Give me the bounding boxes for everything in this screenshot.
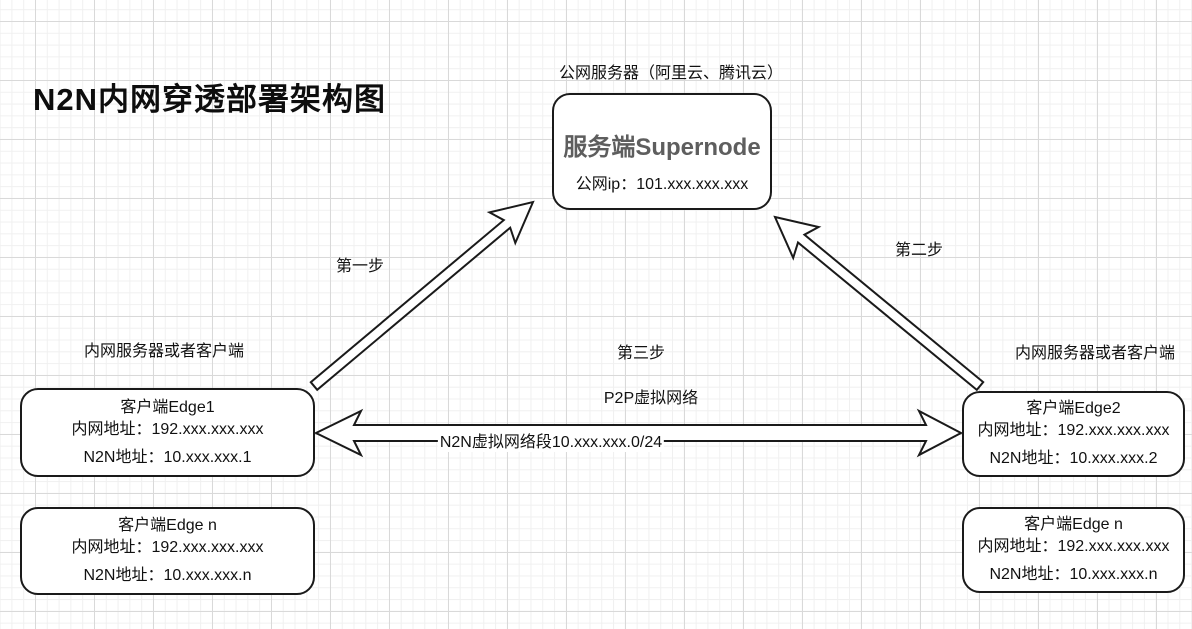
edge2-title: 客户端Edge2 (1026, 400, 1121, 417)
step1-arrow-label: 第一步 (335, 258, 385, 275)
step1-arrow-shape (309, 200, 535, 392)
supernode-box: 服务端Supernode 公网ip：101.xxx.xxx.xxx (552, 93, 772, 210)
edge2-box: 客户端Edge2 内网地址：192.xxx.xxx.xxx N2N地址：10.x… (962, 391, 1185, 477)
n2n-segment-label: N2N虚拟网络段10.xxx.xxx.0/24 (437, 428, 665, 452)
edge-n-left-n2n-address: N2N地址：10.xxx.xxx.n (83, 567, 252, 584)
step3-arrow-label: 第三步 (616, 345, 666, 362)
edge-n-right-lan-address: 内网地址：192.xxx.xxx.xxx (977, 538, 1170, 555)
p2p-network-label: P2P虚拟网络 (603, 390, 699, 407)
left-group-label: 内网服务器或者客户端 (83, 343, 245, 360)
edge-n-right-box: 客户端Edge n 内网地址：192.xxx.xxx.xxx N2N地址：10.… (962, 507, 1185, 593)
supernode-name: 服务端Supernode (563, 134, 761, 161)
edge-n-right-title: 客户端Edge n (1024, 516, 1123, 533)
edge1-lan-address: 内网地址：192.xxx.xxx.xxx (71, 420, 264, 438)
edge-n-left-title: 客户端Edge n (118, 517, 217, 534)
edge-n-left-lan-address: 内网地址：192.xxx.xxx.xxx (71, 539, 264, 556)
supernode-public-ip: 公网ip：101.xxx.xxx.xxx (575, 176, 749, 193)
edge-n-right-n2n-address: N2N地址：10.xxx.xxx.n (989, 566, 1158, 583)
step2-arrow-label: 第二步 (894, 242, 944, 259)
edge2-n2n-address: N2N地址：10.xxx.xxx.2 (989, 450, 1158, 467)
edge1-box: 客户端Edge1 内网地址：192.xxx.xxx.xxx N2N地址：10.x… (20, 388, 315, 477)
step2-arrow-shape (773, 215, 985, 392)
edge-n-left-box: 客户端Edge n 内网地址：192.xxx.xxx.xxx N2N地址：10.… (20, 507, 315, 595)
edge1-title: 客户端Edge1 (120, 398, 215, 416)
supernode-label: 公网服务器（阿里云、腾讯云） (558, 65, 784, 82)
diagram-title: N2N内网穿透部署架构图 (33, 82, 387, 117)
edge1-n2n-address: N2N地址：10.xxx.xxx.1 (83, 448, 252, 466)
right-group-label: 内网服务器或者客户端 (1014, 345, 1176, 362)
edge2-lan-address: 内网地址：192.xxx.xxx.xxx (977, 422, 1170, 439)
